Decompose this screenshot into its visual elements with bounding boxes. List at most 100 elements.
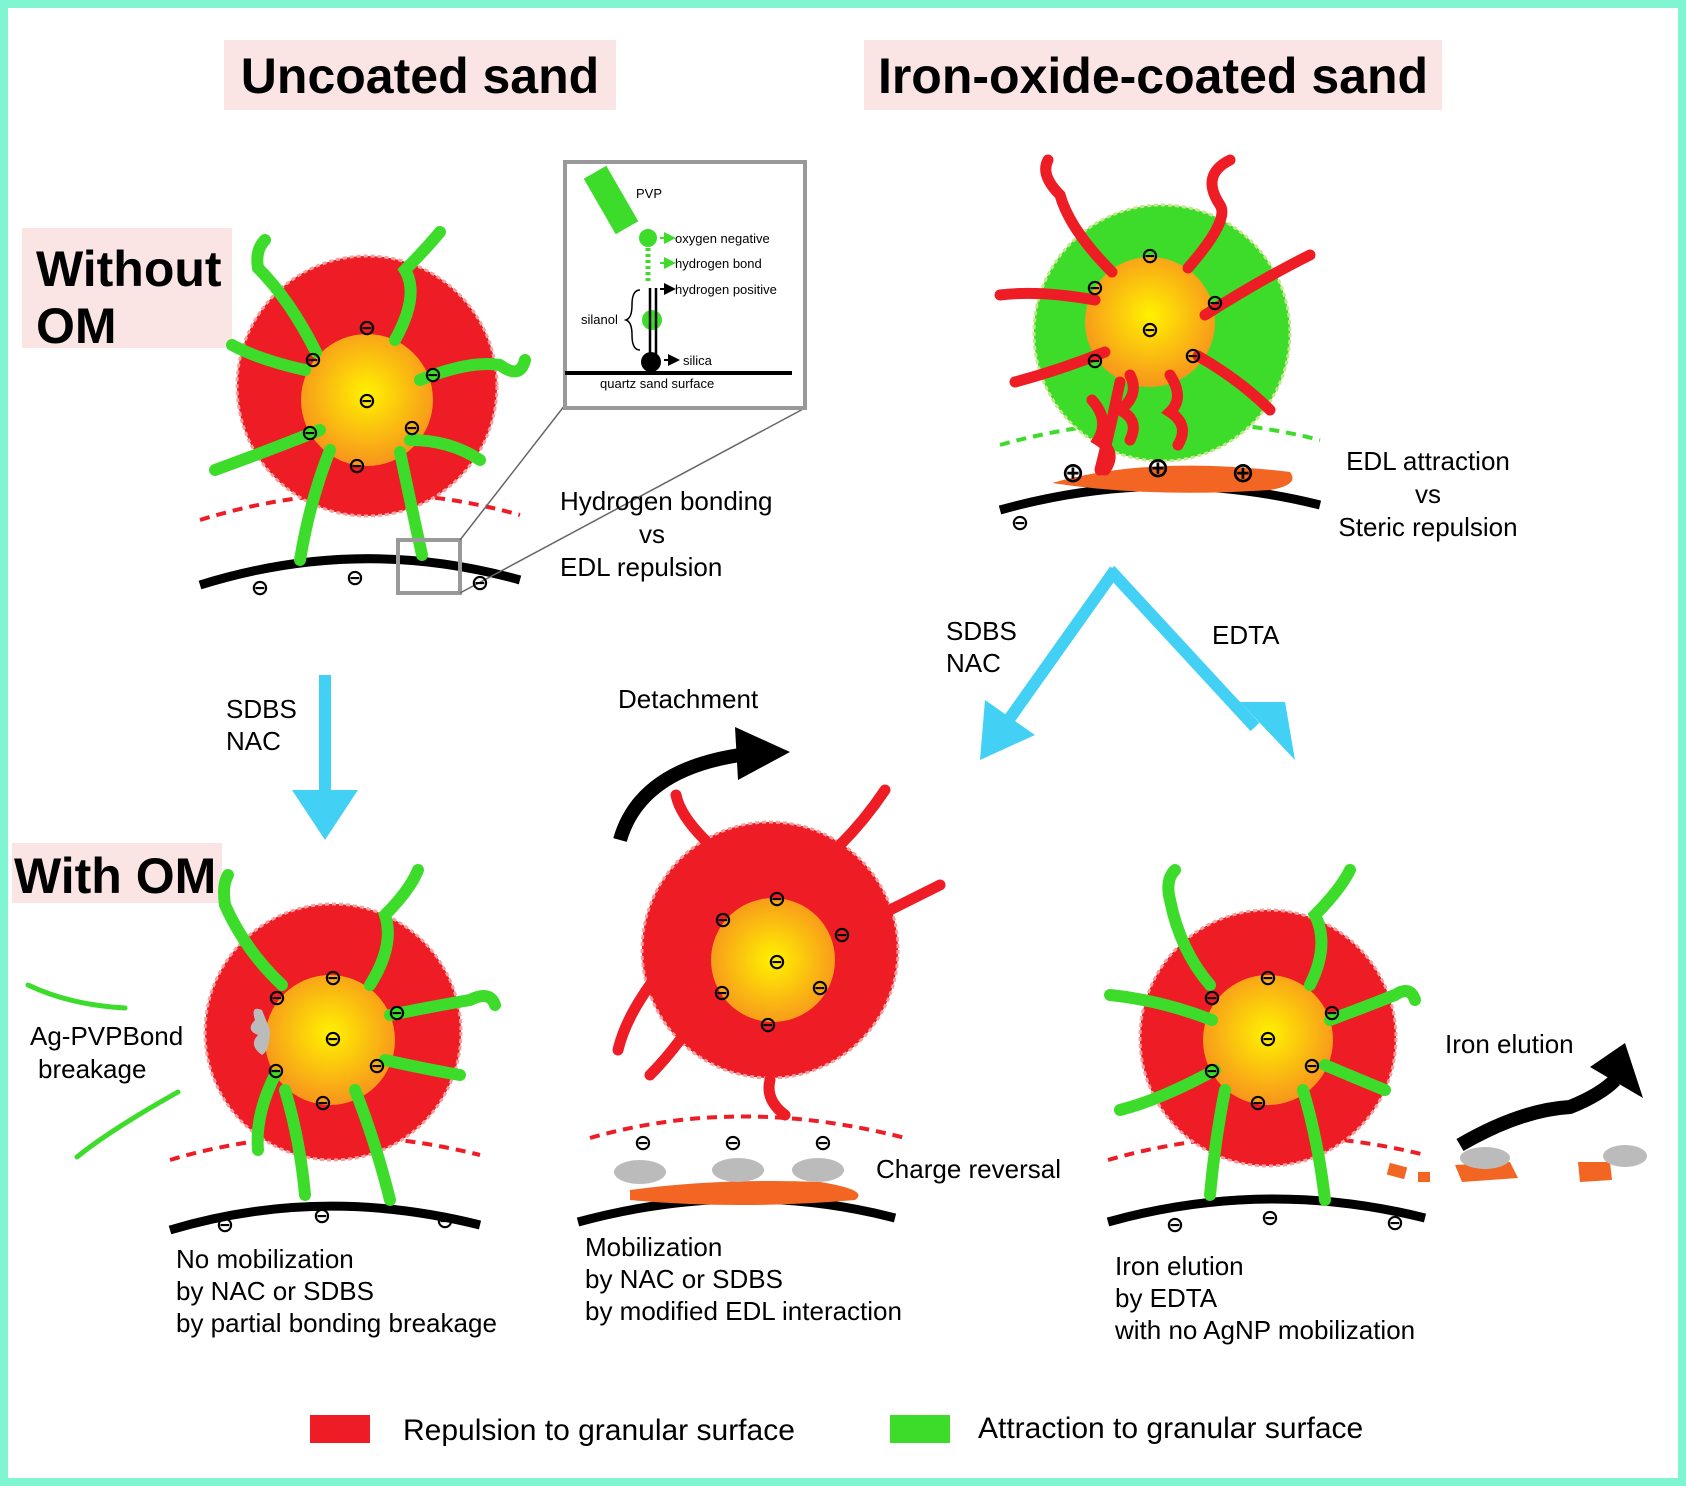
negative-charge: ⊖ xyxy=(304,347,322,372)
negative-charge: ⊖ xyxy=(1259,965,1277,990)
elution-silver-core xyxy=(1203,975,1333,1105)
coated-pvp-chains xyxy=(994,154,1316,476)
negative-charge: ⊖ xyxy=(324,1026,342,1051)
negative-charge: ⊖ xyxy=(1166,1212,1184,1237)
om-silver-core xyxy=(265,975,395,1105)
mobilization-line2: by NAC or SDBS xyxy=(585,1264,783,1294)
negative-charge: ⊖ xyxy=(1303,1053,1321,1078)
iron-elution-line3: with no AgNP mobilization xyxy=(1114,1315,1415,1345)
negative-charge: ⊖ xyxy=(1184,343,1202,368)
branch-arrows xyxy=(980,565,1295,760)
mob-pvp-chains xyxy=(612,784,946,1121)
negative-charge: ⊖ xyxy=(1141,317,1159,342)
positive-charges: ⊕ ⊕ ⊕ xyxy=(1061,452,1254,488)
no-mobilization-line1: No mobilization xyxy=(176,1244,354,1274)
inset-quartz-surface-label: quartz sand surface xyxy=(600,376,714,391)
eluted-ag-deposits xyxy=(1460,1145,1647,1169)
coated-silver-core xyxy=(1085,257,1215,387)
inset-oxygen-negative-label: oxygen negative xyxy=(675,231,770,246)
panel-iron-elution xyxy=(1104,864,1647,1227)
with-om-header: With OM xyxy=(14,848,216,904)
negative-charge: ⊖ xyxy=(768,949,786,974)
legend-swatch-repulsion xyxy=(310,1415,370,1443)
negative-charge: ⊖ xyxy=(348,453,366,478)
negative-charge: ⊖ xyxy=(768,886,786,911)
elution-pvp-chains xyxy=(1104,864,1421,1206)
negative-charge: ⊖ xyxy=(424,362,442,387)
uncoated-header-bg xyxy=(224,40,616,110)
branch-arrow-left-head xyxy=(980,700,1035,760)
hbond-vs-label-line2: vs xyxy=(639,519,665,549)
no-mobilization-line2: by NAC or SDBS xyxy=(176,1276,374,1306)
elution-arrow-curve xyxy=(1456,1074,1620,1152)
om-pvp-chains xyxy=(218,864,501,1206)
detachment-arrow-curve xyxy=(613,748,742,843)
arrow-down-left xyxy=(292,675,358,840)
negative-charge: ⊖ xyxy=(1323,1000,1341,1025)
detachment-label: Detachment xyxy=(618,684,759,714)
iron-elution-arrow-label: Iron elution xyxy=(1445,1029,1574,1059)
edl-vs-label-line3: Steric repulsion xyxy=(1338,512,1517,542)
negative-charges: ⊖ ⊖ ⊖ ⊖ ⊖ ⊖ ⊖ ⊖ ⊖ ⊖ ⊖ ⊖ ⊖ ⊖ ⊖ ⊖ ⊖ ⊖ ⊖ ⊖ … xyxy=(216,243,1404,1237)
negative-charge: ⊖ xyxy=(471,570,489,595)
blue-arrowhead xyxy=(292,790,358,840)
positive-charge: ⊕ xyxy=(1231,457,1254,488)
positive-charge: ⊕ xyxy=(1061,457,1084,488)
negative-charge: ⊖ xyxy=(358,315,376,340)
detached-pvp-chains xyxy=(25,982,181,1160)
negative-charge: ⊖ xyxy=(724,1130,742,1155)
negative-charge: ⊖ xyxy=(1086,348,1104,373)
mobilization-line1: Mobilization xyxy=(585,1232,722,1262)
negative-charge: ⊖ xyxy=(1386,1210,1404,1235)
negative-charge: ⊖ xyxy=(1203,985,1221,1010)
negative-charge: ⊖ xyxy=(314,1090,332,1115)
legend-repulsion-label: Repulsion to granular surface xyxy=(403,1414,795,1447)
silica-atom xyxy=(641,352,661,372)
negative-charge: ⊖ xyxy=(833,922,851,947)
mob-ag-deposits xyxy=(614,1158,844,1184)
sdbs-left-label: SDBS xyxy=(226,694,297,724)
uncoated-header: Uncoated sand xyxy=(241,48,599,104)
coated-header-bg xyxy=(864,40,1442,110)
inset-hydrogen-bond: PVP oxygen negative hydrogen bond hydrog… xyxy=(563,160,807,410)
inset-hydrogen-bond-label: hydrogen bond xyxy=(675,256,762,271)
positive-charge: ⊕ xyxy=(1146,452,1169,483)
negative-charge: ⊖ xyxy=(1086,275,1104,300)
with-om-header-bg xyxy=(12,843,222,903)
without-om-header-bg xyxy=(22,228,232,348)
inset-silica-label: silica xyxy=(683,353,713,368)
oxygen-atom xyxy=(639,229,657,247)
negative-charge: ⊖ xyxy=(713,980,731,1005)
detachment-arrowhead xyxy=(735,727,790,780)
legend: Repulsion to granular surface Attraction… xyxy=(310,1412,1363,1447)
om-sand-surface xyxy=(168,1201,482,1235)
no-mobilization-line3: by partial bonding breakage xyxy=(176,1308,497,1338)
negative-charge: ⊖ xyxy=(634,1130,652,1155)
edta-label: EDTA xyxy=(1212,620,1280,650)
negative-charge: ⊖ xyxy=(1261,1205,1279,1230)
negative-charge: ⊖ xyxy=(1011,510,1029,535)
panel-coated-without-om xyxy=(994,154,1322,515)
inset-pvp-label: PVP xyxy=(636,186,662,201)
negative-charge: ⊖ xyxy=(1249,1090,1267,1115)
legend-swatch-attraction xyxy=(890,1415,950,1443)
iron-elution-line1: Iron elution xyxy=(1115,1251,1244,1281)
hbond-vs-label-line1: Hydrogen bonding xyxy=(560,486,773,516)
silanol-brace xyxy=(623,289,641,351)
sand-surface xyxy=(198,554,522,590)
silver-nanoparticle-core xyxy=(301,334,433,466)
negative-charge: ⊖ xyxy=(759,1012,777,1037)
negative-charge: ⊖ xyxy=(368,1053,386,1078)
without-om-header-line2: OM xyxy=(36,298,117,354)
negative-charge: ⊖ xyxy=(324,965,342,990)
negative-charge: ⊖ xyxy=(388,1000,406,1025)
mob-iron-coating xyxy=(630,1181,859,1205)
sdbs-right-label: SDBS xyxy=(946,616,1017,646)
negative-charge: ⊖ xyxy=(216,1212,234,1237)
ag-pvp-label-line1: Ag-PVPBond xyxy=(30,1021,183,1051)
iron-oxide-coating xyxy=(1052,465,1293,493)
branch-arrow-right-head xyxy=(1240,702,1295,760)
negative-charge: ⊖ xyxy=(267,1058,285,1083)
negative-charge: ⊖ xyxy=(301,420,319,445)
